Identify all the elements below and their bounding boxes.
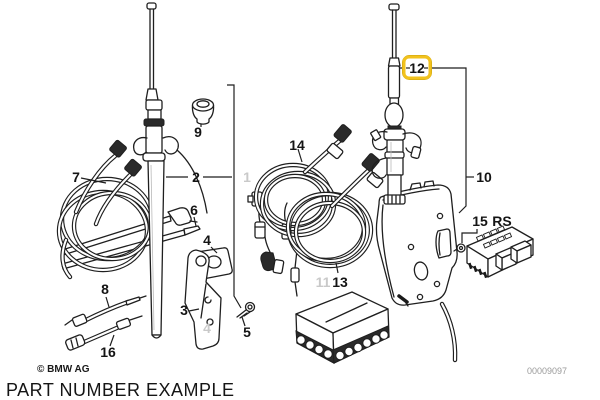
motor-housing-10: [375, 180, 458, 363]
part-label-4-ghost: 4: [203, 320, 211, 336]
part-label-7[interactable]: 7: [72, 169, 80, 185]
relay-15: [453, 225, 534, 279]
rod-elbow-connector: [167, 207, 198, 226]
cable-plug-cap: [124, 158, 142, 177]
part-label-8[interactable]: 8: [101, 281, 109, 297]
highlighted-part-number-12[interactable]: 12: [402, 55, 432, 80]
part-label-15[interactable]: 15: [472, 213, 488, 229]
part-label-13[interactable]: 13: [332, 274, 348, 290]
part-label-10[interactable]: 10: [476, 169, 492, 185]
box-13: [295, 291, 390, 364]
housing-recess: [435, 228, 452, 259]
part-label-4[interactable]: 4: [203, 232, 211, 248]
part-label-1-ghost: 1: [243, 169, 251, 185]
mast-wire-right: [162, 136, 179, 155]
cable-16: [65, 315, 143, 351]
part-label-2[interactable]: 2: [192, 169, 200, 185]
mast-segment-12: [387, 65, 401, 99]
part-label-11-ghost: 11: [316, 274, 331, 290]
box-grille-holes: [296, 330, 389, 361]
antenna-mast-right: [370, 3, 422, 205]
part-label-9[interactable]: 9: [194, 124, 202, 140]
part-label-3[interactable]: 3: [180, 302, 188, 318]
relay-grommet: [453, 243, 466, 253]
cable-coil-13: [285, 191, 374, 269]
antenna-mast-left: [132, 2, 208, 339]
document-number: 00009097: [527, 366, 567, 376]
label-rs: RS: [492, 213, 511, 229]
highlight-box[interactable]: [402, 55, 432, 80]
cable-plug-cap: [109, 139, 127, 158]
mast-coupling: [383, 194, 406, 205]
bracket-3: [184, 249, 222, 350]
screw-5: [236, 301, 256, 319]
housing-oval-hole: [413, 261, 429, 281]
relay-pads: [475, 225, 513, 249]
part-label-16[interactable]: 16: [100, 344, 116, 360]
copyright-text: © BMW AG: [37, 364, 90, 375]
part10-bracket-line: [399, 67, 467, 214]
part1-bracket-line: [227, 84, 242, 309]
grommet-9: [191, 98, 215, 125]
part-label-6[interactable]: 6: [190, 202, 198, 218]
part-label-5[interactable]: 5: [243, 324, 251, 340]
leader-lines: [80, 67, 478, 347]
relay-pins: [468, 262, 488, 279]
part-label-14[interactable]: 14: [289, 137, 305, 153]
elbow-boot: [260, 251, 278, 272]
part-labels: 7 2 1 9 14 6 4 3 5 4 8 16 13 11 10 15 RS: [72, 124, 512, 360]
cable-8: [64, 295, 147, 327]
mast-wire-left: [132, 136, 148, 156]
antenna-plug-cables: [302, 124, 384, 209]
relay-blocks: [495, 240, 532, 271]
caption-text: PART NUMBER EXAMPLE: [6, 380, 235, 400]
part-label-12[interactable]: 12: [409, 60, 425, 76]
